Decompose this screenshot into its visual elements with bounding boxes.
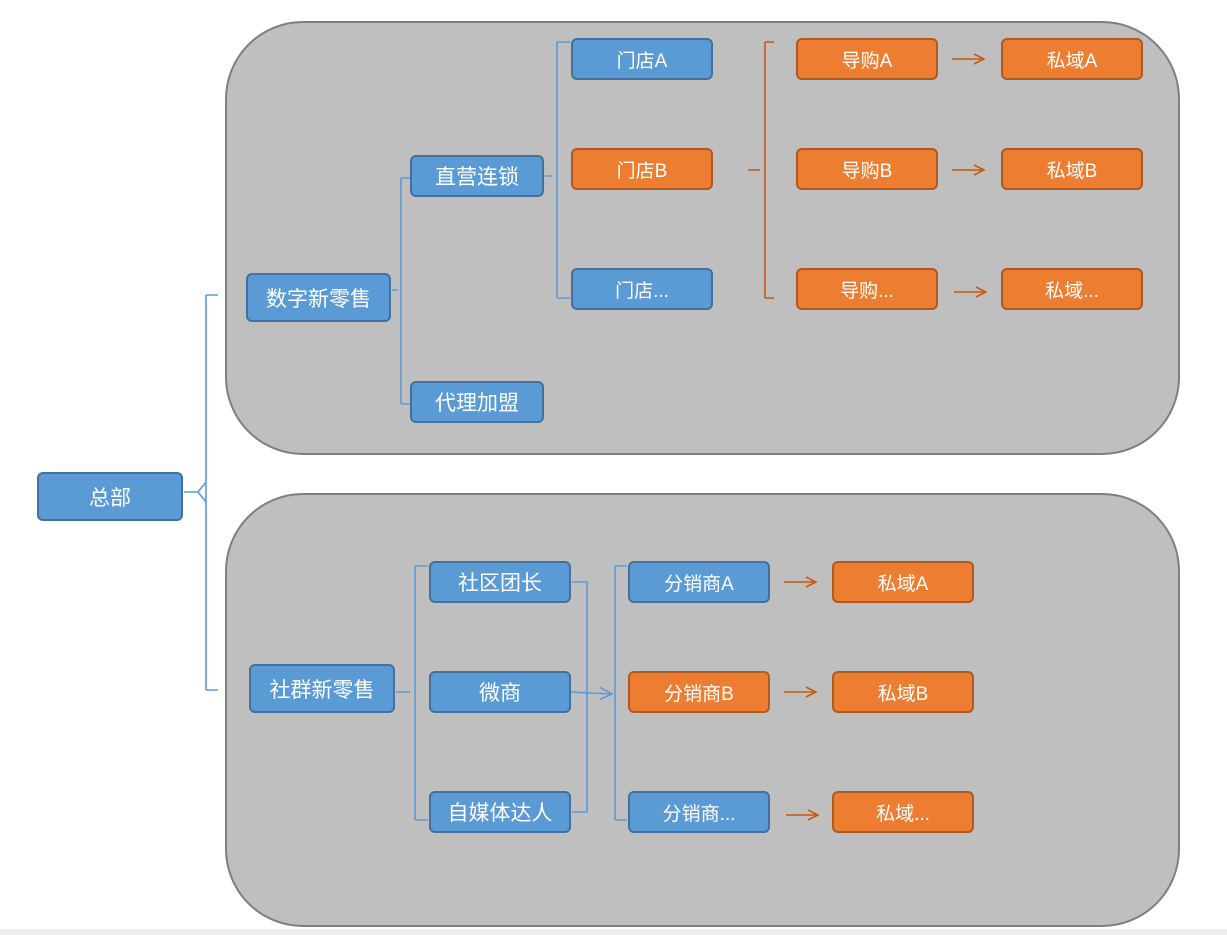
guide-node: 导购... xyxy=(796,268,938,310)
community-brace xyxy=(396,565,428,821)
root-node: 总部 xyxy=(37,472,183,521)
channels-bracket xyxy=(572,581,588,813)
private-domain-node: 私域A xyxy=(832,561,974,603)
root-brace xyxy=(184,294,218,691)
guide-node: 导购B xyxy=(796,148,938,190)
private-domain-node: 私域A xyxy=(1001,38,1143,80)
digital-retail-node: 数字新零售 xyxy=(246,273,391,322)
guide-node: 导购A xyxy=(796,38,938,80)
direct-chain-node: 直营连锁 xyxy=(410,155,544,197)
distributor-node: 分销商... xyxy=(628,791,770,833)
bottom-strip xyxy=(0,929,1227,935)
store-node: 门店... xyxy=(571,268,713,310)
store-node: 门店B xyxy=(571,148,713,190)
channel-node: 自媒体达人 xyxy=(429,791,571,833)
distributor-brace xyxy=(614,565,627,821)
distributor-node: 分销商A xyxy=(628,561,770,603)
channel-node: 微商 xyxy=(429,671,571,713)
private-domain-node: 私域B xyxy=(832,671,974,713)
private-domain-node: 私域... xyxy=(1001,268,1143,310)
guide-brace xyxy=(748,41,774,299)
direct-brace xyxy=(545,41,570,299)
channel-node: 社区团长 xyxy=(429,561,571,603)
franchise-node: 代理加盟 xyxy=(410,381,544,423)
blue-connectors xyxy=(184,41,627,821)
private-domain-node: 私域... xyxy=(832,791,974,833)
digital-brace xyxy=(392,177,410,405)
digital-retail-panel xyxy=(225,21,1180,455)
community-retail-node: 社群新零售 xyxy=(249,664,395,713)
channels-merge-arrow xyxy=(569,692,612,694)
distributor-node: 分销商B xyxy=(628,671,770,713)
orange-connectors xyxy=(748,41,986,815)
store-node: 门店A xyxy=(571,38,713,80)
private-domain-node: 私域B xyxy=(1001,148,1143,190)
